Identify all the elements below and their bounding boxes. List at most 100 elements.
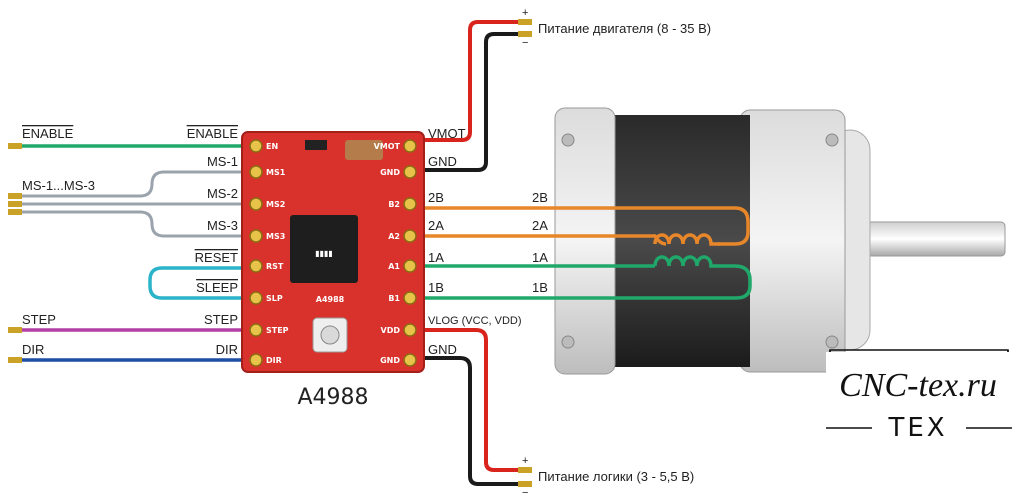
pcb-pin-label: A1 xyxy=(388,262,400,271)
motor-body-rear xyxy=(554,107,616,375)
pcb-pin-label: MS2 xyxy=(266,200,285,209)
label-ms1: MS-1 xyxy=(207,154,238,169)
label-enable-right: ENABLE xyxy=(187,126,239,141)
pcb-pin xyxy=(249,323,263,337)
logic-power-wires xyxy=(420,328,520,486)
label-ms3: MS-3 xyxy=(207,218,238,233)
label-gnd-top: GND xyxy=(428,154,457,169)
watermark-logo: CNC-tex.ru TEX xyxy=(826,349,1012,443)
pcb-pin-label: RST xyxy=(266,262,284,271)
pcb-pin xyxy=(403,291,417,305)
watermark-line1: CNC-tex.ru xyxy=(839,367,997,404)
wire-2a xyxy=(420,234,667,246)
chip xyxy=(290,215,358,283)
label-dir-right: DIR xyxy=(216,342,238,357)
pcb-pin-label: VDD xyxy=(381,326,401,335)
pcb-pin xyxy=(403,229,417,243)
coil-a xyxy=(653,233,720,246)
label-ms2: MS-2 xyxy=(207,186,238,201)
label-1b-motor: 1B xyxy=(532,280,548,295)
pcb-pin xyxy=(249,229,263,243)
pcb-pin xyxy=(249,165,263,179)
board-chip-label: A4988 xyxy=(316,295,345,304)
watermark-line2: TEX xyxy=(887,413,947,443)
label-enable-left: ENABLE xyxy=(22,126,74,141)
plus-logic: + xyxy=(522,455,528,467)
pcb-pin-label: EN xyxy=(266,142,278,151)
label-2a-motor: 2A xyxy=(532,218,548,233)
pcb-pin-label: GND xyxy=(380,356,400,365)
wire-2b xyxy=(420,206,750,246)
reset-sleep-wire xyxy=(148,266,260,300)
plus-motor: + xyxy=(522,7,528,19)
pcb-pin xyxy=(249,353,263,367)
label-motor-power: Питание двигателя (8 - 35 В) xyxy=(538,21,711,36)
wire-gnd-black xyxy=(420,32,520,172)
pcb-pin xyxy=(403,165,417,179)
pcb-pin-label: GND xyxy=(380,168,400,177)
pcb-pin xyxy=(403,323,417,337)
pcb-pin xyxy=(403,197,417,211)
minus-motor: − xyxy=(522,37,528,49)
label-1a-board: 1A xyxy=(428,250,444,265)
left-terminals xyxy=(8,143,22,363)
motor-power-wires xyxy=(420,20,520,172)
pcb-pin-label: MS3 xyxy=(266,232,285,241)
pcb-pin xyxy=(403,259,417,273)
label-ms-group: MS-1...MS-3 xyxy=(22,178,95,193)
pcb-pin xyxy=(249,139,263,153)
label-step-right: STEP xyxy=(204,312,238,327)
label-gnd-bottom: GND xyxy=(428,342,457,357)
potentiometer-knob xyxy=(320,325,340,345)
motor-screw xyxy=(825,335,839,349)
label-2b-board: 2B xyxy=(428,190,444,205)
pcb-pin xyxy=(403,139,417,153)
coil-a-wires xyxy=(420,206,750,246)
wire-gnd2-black xyxy=(420,356,520,486)
wire-vlog-red xyxy=(420,328,520,472)
pcb-pin xyxy=(249,291,263,305)
label-1b-board: 1B xyxy=(428,280,444,295)
pcb-pin-label: VMOT xyxy=(374,142,401,151)
power-terminals xyxy=(518,19,532,487)
chip-marking: ▮▮▮▮ xyxy=(315,249,333,258)
label-2a-board: 2A xyxy=(428,218,444,233)
motor-screw xyxy=(825,133,839,147)
pcb-pin-label: B2 xyxy=(388,200,400,209)
label-dir-left: DIR xyxy=(22,342,44,357)
pcb-pin xyxy=(403,353,417,367)
motor-screw xyxy=(561,133,575,147)
pcb-pin xyxy=(249,259,263,273)
label-vlog: VLOG (VCC, VDD) xyxy=(428,315,522,327)
pcb-pin-label: STEP xyxy=(266,326,289,335)
wire-vmot-red xyxy=(420,20,520,142)
motor-body-mid xyxy=(600,115,750,367)
label-sleep: SLEEP xyxy=(196,280,238,295)
pcb-pin-label: SLP xyxy=(266,294,283,303)
minus-logic: − xyxy=(522,487,528,499)
motor-shaft xyxy=(854,221,1006,257)
label-logic-power: Питание логики (3 - 5,5 В) xyxy=(538,469,694,484)
pcb-pin xyxy=(249,197,263,211)
label-1a-motor: 1A xyxy=(532,250,548,265)
resistor-r1 xyxy=(305,140,327,150)
coil-b-wires xyxy=(420,255,752,300)
label-vmot: VMOT xyxy=(428,126,466,141)
capacitor xyxy=(345,140,383,160)
stepper-motor xyxy=(554,107,1006,375)
motor-screw xyxy=(561,335,575,349)
pcb-pin-label: A2 xyxy=(388,232,400,241)
pcb-pin-label: MS1 xyxy=(266,168,286,177)
label-reset: RESET xyxy=(195,250,238,265)
motor-body-front xyxy=(739,109,846,373)
pcb-pin-label: DIR xyxy=(266,356,282,365)
ms-wires xyxy=(20,170,260,238)
label-step-left: STEP xyxy=(22,312,56,327)
label-2b-motor: 2B xyxy=(532,190,548,205)
chip-title: A4988 xyxy=(297,385,368,410)
